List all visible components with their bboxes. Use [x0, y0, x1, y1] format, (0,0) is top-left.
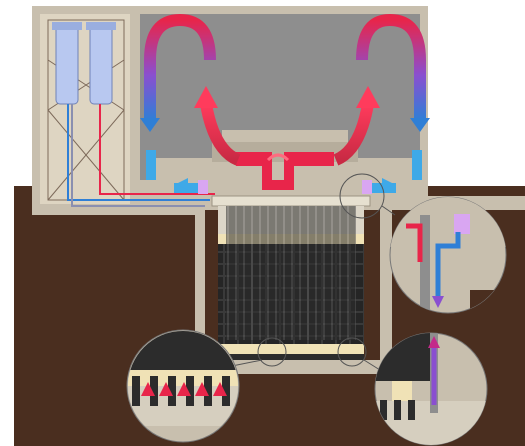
reactor-vessel	[211, 195, 371, 360]
right-airflow-loop	[356, 13, 426, 120]
detail-callout-right-bottom	[374, 332, 488, 446]
right-loop-arrowhead	[410, 118, 430, 132]
left-airflow-loop	[144, 13, 216, 120]
detail-callout-right-top	[389, 196, 507, 314]
center-left-rise	[200, 102, 241, 166]
right-inflow-arrow	[382, 178, 394, 190]
left-inflow-arrow	[176, 178, 188, 190]
heat-exchanger-tanks	[52, 22, 116, 105]
center-left-arrowhead	[194, 86, 218, 108]
left-heat-exchanger-column	[40, 14, 130, 204]
left-loop-arrowhead	[140, 118, 160, 132]
center-right-rise	[333, 102, 374, 166]
center-right-arrowhead	[356, 86, 380, 108]
coolant-pipes	[67, 104, 215, 207]
hot-duct	[236, 152, 334, 190]
detail-callout-left	[126, 329, 240, 443]
